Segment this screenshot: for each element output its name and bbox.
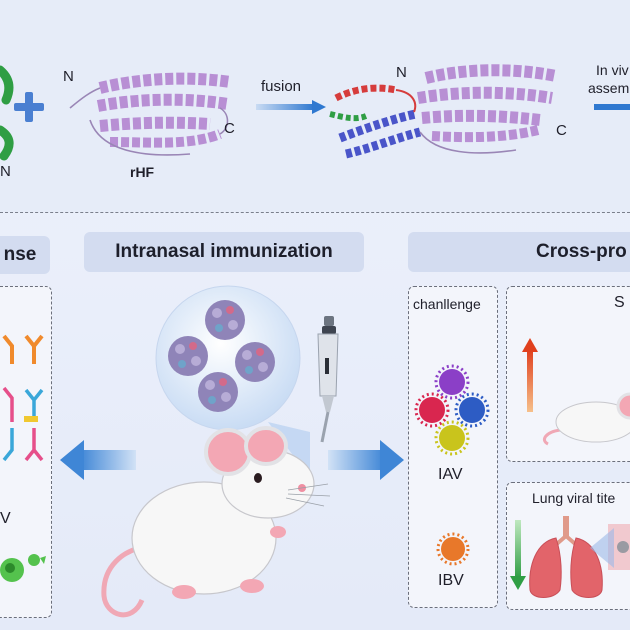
- iav-virus-cluster: [414, 364, 490, 456]
- ibv-virus-icon: [436, 532, 470, 566]
- n-terminal-label-left: N: [0, 163, 11, 180]
- fused-protein-structure: [329, 64, 558, 159]
- right-section-title-text: Cross-pro: [536, 241, 627, 262]
- virus-icon-blue: [454, 392, 490, 428]
- antibody-icon: [2, 334, 44, 364]
- top-divider: [0, 212, 630, 213]
- decrease-arrow-icon: [510, 520, 526, 590]
- virus-icon-yellow: [434, 420, 470, 456]
- fusion-arrow: [256, 100, 326, 114]
- virus-icon-red: [414, 392, 450, 428]
- assembly-arrow: [594, 104, 630, 110]
- n-terminal-label: N: [63, 68, 74, 85]
- challenge-label: chanllenge: [413, 296, 481, 312]
- lung-titer-label: Lung viral tite: [532, 490, 616, 506]
- green-protein-partial: [0, 65, 14, 161]
- virus-in-lung-icon: [617, 541, 629, 553]
- nanoparticle-icon: [235, 342, 275, 382]
- increase-arrow-icon: [522, 338, 538, 412]
- pipette-icon: [317, 316, 339, 443]
- lungs-icon: [529, 516, 603, 598]
- fusion-label: fusion: [261, 78, 302, 95]
- in-vivo-label-line1: In viv: [596, 62, 629, 78]
- iga-antibody-icon: [2, 386, 44, 462]
- right-arrow: [328, 440, 404, 480]
- right-section-title: Cross-pro: [408, 232, 630, 272]
- nanoparticle-icon: [198, 372, 238, 412]
- left-panel-letter: V: [0, 510, 11, 527]
- virus-icon-purple: [434, 364, 470, 400]
- mouse-illustration: [101, 426, 331, 618]
- rhf-label: rHF: [130, 164, 155, 180]
- ibv-label: IBV: [438, 572, 464, 589]
- c-terminal-label-fused: C: [556, 122, 567, 139]
- center-section-title-text: Intranasal immunization: [115, 241, 333, 262]
- zoom-beam: [590, 528, 614, 568]
- center-section-title: Intranasal immunization: [84, 232, 364, 272]
- left-section-title-text: nse: [3, 244, 37, 265]
- nanoparticle-icon: [168, 336, 208, 376]
- in-vivo-label-line2: assem: [588, 80, 630, 96]
- iav-label: IAV: [438, 466, 463, 483]
- survival-label: S: [614, 294, 625, 311]
- nanoparticle-icon: [205, 300, 245, 340]
- n-terminal-label-fused: N: [396, 64, 407, 81]
- small-mouse-illustration: [543, 392, 630, 446]
- rhf-protein-structure: [69, 72, 231, 156]
- left-arrow: [60, 440, 136, 480]
- left-section-title: nse: [0, 236, 50, 274]
- plus-icon: [14, 92, 44, 122]
- c-terminal-label: C: [224, 120, 235, 137]
- immune-cells-icon: [0, 554, 46, 582]
